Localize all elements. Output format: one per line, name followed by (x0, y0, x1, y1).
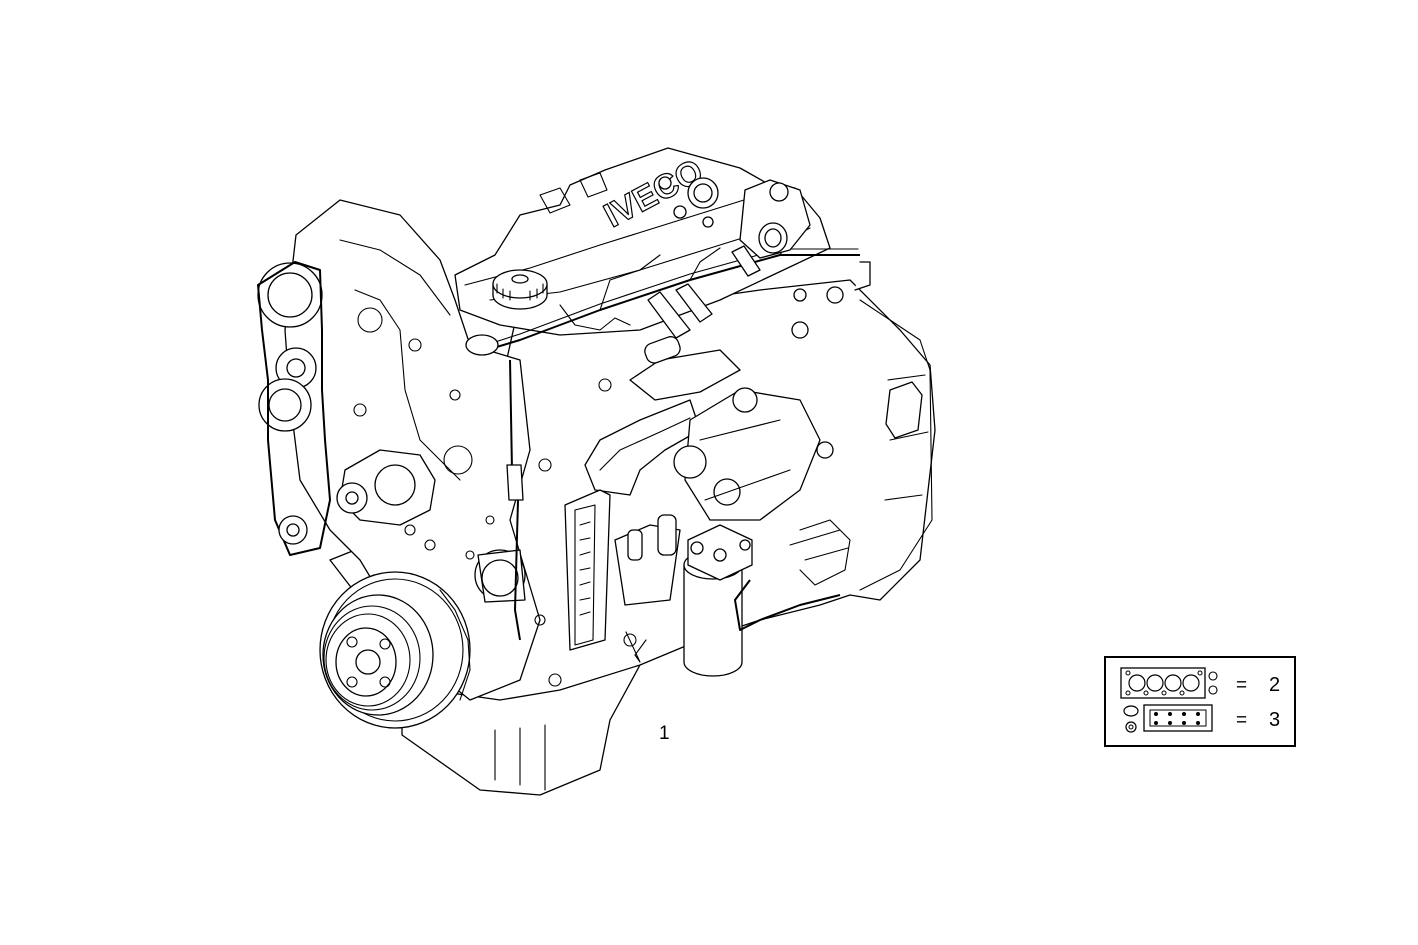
thermostat-housing (739, 179, 811, 259)
oil-filler-cap (492, 269, 548, 310)
legend-row-gasket-set: = 3 (1106, 702, 1294, 736)
callout-number-1: 1 (659, 723, 670, 744)
ecu-connector-block (564, 489, 681, 651)
intake-elbow (584, 336, 741, 496)
fuel-return-lines (734, 286, 851, 631)
fuel-injection-pump (673, 387, 821, 521)
callout-leader (625, 631, 647, 663)
legend-equals-sign: = (1236, 710, 1248, 731)
dipstick-tube (465, 334, 524, 641)
gasket-set-icon (1123, 704, 1213, 733)
legend-equals-sign: = (1236, 675, 1248, 696)
legend-ref-number: 3 (1269, 709, 1281, 731)
drive-belt (257, 261, 331, 556)
block-fasteners (353, 307, 637, 687)
tensioner-pulley (336, 445, 473, 526)
gasket-kit-legend: = 2 = 3 (1104, 656, 1296, 747)
head-gasket-kit-icon (1120, 667, 1218, 699)
water-pump (474, 549, 526, 603)
rocker-cover: IVECO (454, 147, 831, 336)
alternator-pulley (257, 262, 323, 432)
legend-row-head-gasket: = 2 (1106, 667, 1294, 701)
legend-ref-number: 2 (1269, 674, 1281, 696)
crankshaft-damper-pulley (319, 571, 471, 729)
fuel-rail-and-injector-lines (469, 227, 871, 356)
fuel-filter (683, 524, 753, 677)
